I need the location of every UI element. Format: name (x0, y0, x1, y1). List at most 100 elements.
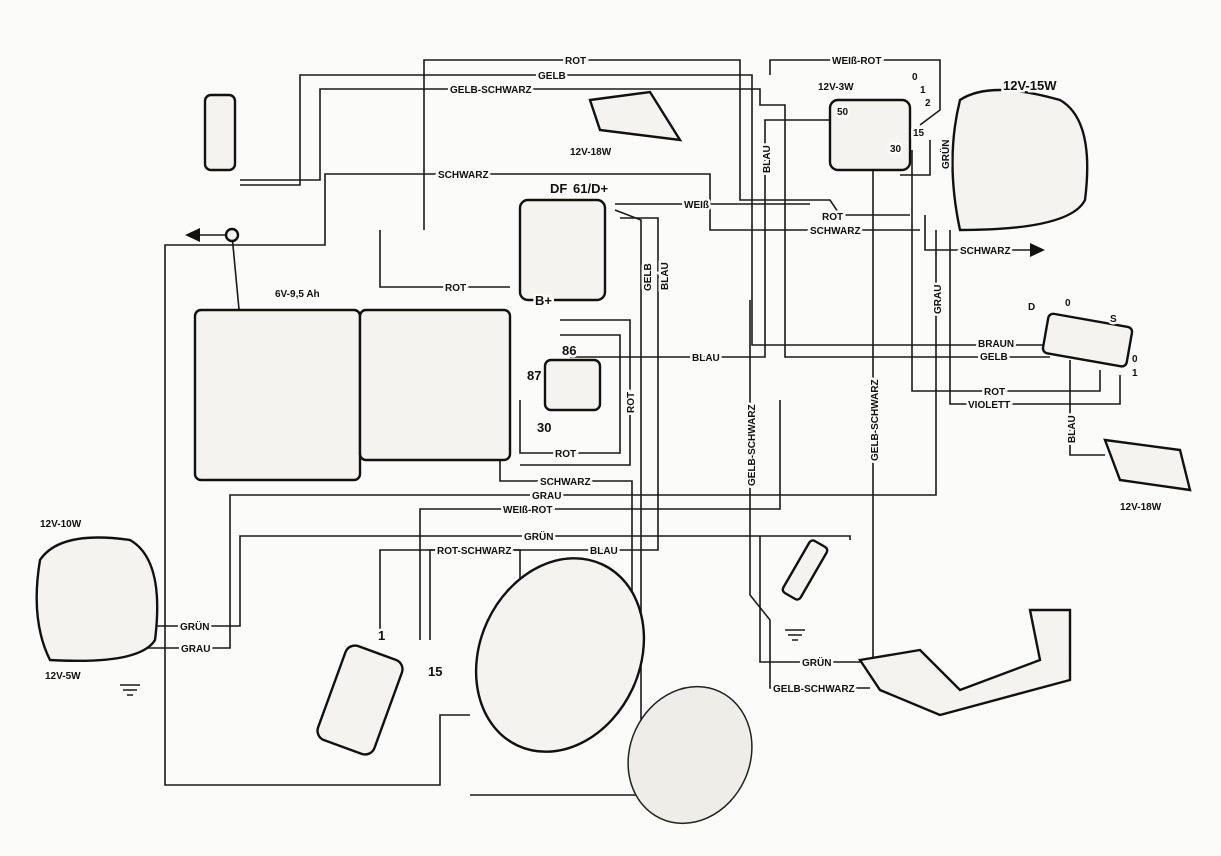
horn-right (1103, 438, 1192, 492)
wire-label: GRAU (933, 285, 944, 314)
wire-label: GRÜN (524, 530, 553, 543)
wire-label: SCHWARZ (438, 170, 489, 181)
wire-label: BLAU (1067, 415, 1078, 443)
ground-icon (120, 684, 140, 696)
wire-label: WEIß-ROT (503, 505, 552, 516)
wire-label: BRAUN (978, 339, 1014, 350)
wire-rot-schwarz (379, 549, 521, 640)
label-taillight-bottom: 12V-5W (45, 671, 81, 682)
label-battery: 6V-9,5 Ah (275, 289, 320, 300)
wire-label: SCHWARZ (960, 246, 1011, 257)
wire-label: BLAU (762, 145, 773, 173)
wire-ground-low (164, 700, 470, 786)
wire-gruen-low (130, 535, 851, 627)
terminal-ign-0: 0 (912, 72, 918, 83)
wire-label: ROT (822, 212, 843, 223)
light-switch (1041, 312, 1134, 368)
wire-rot-vertical (520, 319, 631, 466)
wire-gelb-schwarz-long (749, 300, 870, 689)
wire-label: GELB (980, 352, 1008, 363)
horn-top (588, 90, 683, 142)
terminal-30: 30 (537, 420, 551, 435)
wire-label: WEIß-ROT (832, 56, 881, 67)
labels: 12V-15W 12V-3W 12V-18W 12V-18W 6V-9,5 Ah… (38, 54, 1165, 698)
label-horn-right: 12V-18W (1120, 502, 1162, 513)
terminal-df: DF (550, 181, 567, 196)
battery-right (358, 308, 512, 462)
wire-batt-ground (195, 234, 241, 321)
wire-label: GRÜN (180, 620, 209, 633)
wire-label: VIOLETT (968, 400, 1010, 411)
wire-blau-horn (1069, 360, 1105, 456)
wire-label: ROT (445, 283, 466, 294)
wire-label: BLAU (660, 262, 671, 290)
components (35, 88, 1192, 825)
wire-schwarz-top (164, 173, 920, 700)
wire-label: GRÜN (802, 656, 831, 669)
taillight (35, 536, 159, 663)
terminal-switch-0: 0 (1132, 354, 1138, 365)
wire-label: GELB-SCHWARZ (450, 85, 532, 96)
spark-plug (781, 539, 829, 601)
wire-gelb-top (240, 74, 1050, 346)
wire-blau-reg (429, 217, 659, 640)
wire-label: ROT (565, 56, 586, 67)
wire-label: GELB-SCHWARZ (773, 684, 855, 695)
terminal-ign-15: 15 (913, 128, 925, 139)
label-horn: 12V-18W (570, 147, 612, 158)
wire-gelb-reg (470, 209, 642, 796)
regulator (518, 198, 607, 302)
wire-label: GELB (538, 71, 566, 82)
wire-label: ROT (984, 387, 1005, 398)
battery-left (193, 308, 362, 482)
terminal-switch-s: S (1110, 314, 1117, 325)
terminal-switch-0-top: 0 (1065, 298, 1071, 309)
ignition-switch (828, 98, 912, 172)
terminal-ign-50: 50 (837, 107, 849, 118)
flywheel-magneto (474, 557, 646, 753)
ground-icon (185, 228, 200, 242)
wire-violett (949, 230, 1121, 405)
wire-weiss-rot-low (419, 400, 781, 640)
wire-weiss-rot-top (769, 59, 941, 126)
wires (130, 59, 1121, 796)
ground-icon (1030, 243, 1045, 257)
terminal-87: 87 (527, 368, 541, 383)
wire-rot-relay (519, 334, 621, 454)
junction-point (224, 227, 240, 243)
label-taillight-top: 12V-10W (40, 519, 82, 530)
wire-rot-top (423, 59, 910, 230)
terminal-ign-30: 30 (890, 144, 902, 155)
wire-label: ROT (555, 449, 576, 460)
terminal-coil-1: 1 (378, 628, 385, 643)
ground-icon (785, 629, 805, 641)
wire-rot-right (911, 150, 1101, 392)
wire-gruen-kick (759, 536, 870, 663)
rectifier-component (203, 93, 237, 172)
label-headlamp: 12V-15W (1003, 78, 1057, 93)
wire-label: BLAU (692, 353, 720, 364)
wire-gelb-schwarz-top (240, 88, 1050, 358)
terminal-switch-d: D (1028, 302, 1035, 313)
wire-label: WEIß (684, 200, 709, 211)
wire-gruen-right (900, 140, 931, 176)
flywheel-rotor (627, 685, 753, 825)
wire-label: ROT-SCHWARZ (437, 546, 511, 557)
wire-schwarz-right (924, 215, 1030, 251)
kickstart-lever (857, 608, 1072, 717)
wire-label: GELB-SCHWARZ (870, 379, 881, 461)
wire-label: GELB (643, 263, 654, 291)
wire-label: BLAU (590, 546, 618, 557)
wire-label: SCHWARZ (540, 477, 591, 488)
label-switch-bulb: 12V-3W (818, 82, 854, 93)
wire-label: GELB-SCHWARZ (747, 404, 758, 486)
terminal-b: B+ (535, 293, 552, 308)
wire-rot-battery (379, 230, 510, 288)
relay (543, 358, 602, 412)
wire-label: ROT (626, 392, 637, 413)
wire-label: SCHWARZ (810, 226, 861, 237)
wire-grau-right (130, 230, 937, 649)
terminal-ign-1: 1 (920, 85, 926, 96)
